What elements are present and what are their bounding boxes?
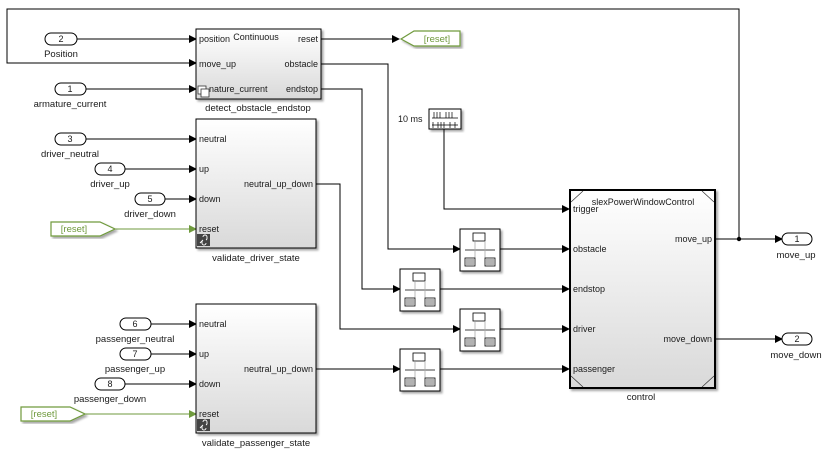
port-label-reset: reset (199, 409, 220, 419)
port-label-neutral: neutral (199, 134, 227, 144)
port-label-armature-current: nature_current (209, 84, 268, 94)
inport-position[interactable]: 2 Position (44, 32, 78, 60)
inport-number: 7 (132, 349, 137, 359)
wire-endstop[interactable] (321, 88, 401, 293)
port-label-passenger: passenger (573, 364, 615, 374)
port-label-endstop: endstop (573, 284, 605, 294)
atomic-corner-marks (570, 190, 715, 388)
sample-time-label: 10 ms (398, 114, 423, 124)
inport-passenger-up[interactable]: 7 passenger_up (105, 347, 165, 375)
block-name: validate_driver_state (212, 253, 300, 264)
outport-move-down[interactable]: 2 move_down (770, 332, 822, 361)
port-label-driver: driver (573, 324, 596, 334)
control-block[interactable]: slexPowerWindowControl trigger obstacle … (569, 189, 716, 403)
rate-transition-driver[interactable] (460, 309, 500, 351)
port-label-neutral-up-down: neutral_up_down (244, 364, 313, 374)
inport-passenger-down[interactable]: 8 passenger_down (74, 377, 146, 405)
wire-obstacle[interactable] (321, 63, 461, 253)
model-reference-icon (197, 85, 210, 98)
outport-label: move_up (776, 250, 815, 261)
inport-label: Position (44, 49, 78, 60)
block-name: validate_passenger_state (202, 438, 310, 449)
inport-driver-neutral[interactable]: 3 driver_neutral (41, 132, 99, 160)
from-reset-tag-driver[interactable]: [reset] (50, 221, 117, 237)
port-label-up: up (199, 349, 209, 359)
inport-label: passenger_neutral (96, 334, 175, 345)
port-label-reset: reset (199, 224, 220, 234)
port-label-trigger: trigger (573, 204, 599, 214)
inport-number: 3 (67, 134, 72, 144)
library-link-icon (197, 419, 210, 431)
rate-transition-obstacle[interactable] (460, 229, 500, 271)
from-reset-tag-passenger[interactable]: [reset] (20, 406, 87, 422)
inport-number: 5 (147, 194, 152, 204)
inport-label: armature_current (34, 99, 107, 110)
inport-number: 4 (107, 164, 112, 174)
validate-driver-state-block[interactable]: neutral up down reset neutral_up_down va… (195, 118, 317, 264)
inport-number: 2 (58, 34, 63, 44)
inport-driver-down[interactable]: 5 driver_down (124, 192, 176, 220)
port-label-up: up (199, 164, 209, 174)
validate-passenger-state-block[interactable]: neutral up down reset neutral_up_down va… (195, 303, 317, 449)
from-tag-label: [reset] (31, 409, 57, 420)
rate-transition-passenger[interactable] (400, 349, 440, 391)
wire-driver-state[interactable] (316, 183, 461, 333)
inport-number: 6 (132, 319, 137, 329)
port-label-reset: reset (298, 34, 319, 44)
port-label-endstop: endstop (286, 84, 318, 94)
goto-tag-label: [reset] (424, 34, 450, 45)
outport-number: 2 (794, 334, 799, 344)
wire-move-up-feedback[interactable] (6, 8, 740, 239)
inport-label: passenger_up (105, 364, 165, 375)
rate-transition-endstop[interactable] (400, 269, 440, 311)
port-label-move-up: move_up (199, 59, 236, 69)
port-label-obstacle: obstacle (284, 59, 318, 69)
pulse-icon (432, 112, 458, 128)
port-label-neutral-up-down: neutral_up_down (244, 179, 313, 189)
library-link-icon (197, 234, 210, 246)
inport-number: 1 (67, 84, 72, 94)
inport-label: driver_neutral (41, 149, 99, 160)
inport-passenger-neutral[interactable]: 6 passenger_neutral (96, 317, 175, 345)
inport-label: driver_down (124, 209, 176, 220)
detect-obstacle-endstop-block[interactable]: Continuous position move_up nature_curre… (195, 28, 322, 114)
outport-number: 1 (794, 234, 799, 244)
inport-number: 8 (107, 379, 112, 389)
port-label-move-down: move_down (663, 334, 712, 344)
block-title: Continuous (233, 32, 279, 42)
wire-trigger[interactable] (443, 129, 570, 213)
block-name: detect_obstacle_endstop (205, 103, 311, 114)
inport-driver-up[interactable]: 4 driver_up (90, 162, 130, 190)
port-label-neutral: neutral (199, 319, 227, 329)
port-label-down: down (199, 379, 221, 389)
from-tag-label: [reset] (61, 224, 87, 235)
wires (6, 8, 783, 418)
goto-reset-tag[interactable]: [reset] (399, 30, 461, 47)
inport-label: driver_up (90, 179, 130, 190)
block-title: slexPowerWindowControl (592, 197, 695, 207)
inport-armature-current[interactable]: 1 armature_current (34, 82, 107, 110)
outport-label: move_down (770, 350, 821, 361)
branch-point (736, 236, 742, 242)
outport-move-up[interactable]: 1 move_up (776, 232, 816, 261)
pulse-generator-block[interactable]: 10 ms (398, 108, 462, 130)
port-label-position: position (199, 34, 230, 44)
inport-label: passenger_down (74, 394, 146, 405)
port-label-obstacle: obstacle (573, 244, 607, 254)
port-label-move-up: move_up (675, 234, 712, 244)
block-name: control (627, 392, 656, 403)
port-label-down: down (199, 194, 221, 204)
